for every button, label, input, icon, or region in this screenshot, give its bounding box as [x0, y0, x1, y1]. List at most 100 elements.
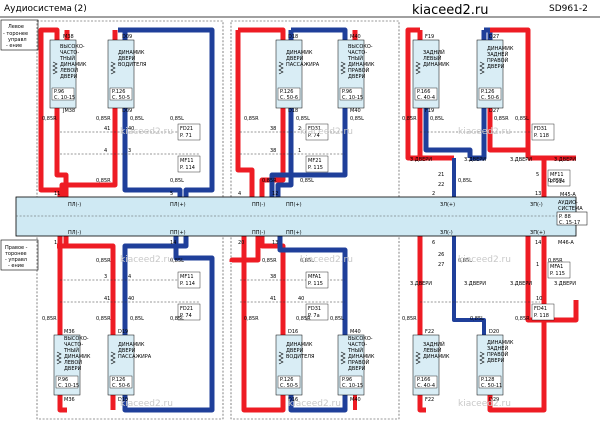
svg-text:ДИНАМИК: ДИНАМИК: [118, 50, 145, 56]
svg-text:38: 38: [270, 126, 276, 132]
svg-text:0,85R: 0,85R: [244, 316, 259, 322]
svg-text:P.96: P.96: [54, 89, 64, 95]
head-unit-label-1: АУДИО-: [558, 200, 578, 206]
speaker-bottom-passenger: ДИНАМИК ДВЕРИ ПАССАЖИРА P.126 C. 50-6 D1…: [107, 329, 152, 403]
svg-text:0,85L: 0,85L: [350, 116, 364, 122]
pin-4-top: 4: [238, 191, 241, 197]
svg-text:2: 2: [298, 126, 301, 132]
svg-text:ДИНАМИК: ДИНАМИК: [487, 340, 514, 346]
svg-text:C. 50-6: C. 50-6: [481, 95, 499, 101]
svg-text:ДИНАМИК: ДИНАМИК: [118, 342, 145, 348]
svg-text:ПРАВОЙ: ПРАВОЙ: [487, 351, 509, 358]
out-rl-pos-top: ЗЛ(+): [440, 202, 455, 208]
svg-text:D16: D16: [288, 329, 298, 335]
svg-text:0,85L: 0,85L: [300, 258, 314, 264]
svg-text:4: 4: [128, 274, 131, 280]
svg-text:21: 21: [438, 172, 444, 178]
svg-text:ЗАДНЕЙ: ЗАДНЕЙ: [487, 345, 508, 352]
svg-text:0,85R: 0,85R: [96, 116, 111, 122]
svg-text:M38: M38: [63, 34, 74, 40]
svg-text:D16: D16: [288, 397, 298, 403]
svg-text:ЛЕВОЙ: ЛЕВОЙ: [60, 67, 78, 74]
svg-text:ВЫСОКО-: ВЫСОКО-: [60, 44, 85, 50]
svg-text:0,85L: 0,85L: [130, 316, 144, 322]
zone-left-line3: управл: [8, 37, 27, 43]
svg-text:14: 14: [170, 240, 176, 246]
svg-text:З.ДВЕРИ: З.ДВЕРИ: [464, 157, 486, 163]
speaker-rear-left: ЗАДНИЙ ЛЕВЫЙ ДИНАМИК P.166 C. 40-4 F19 F…: [412, 34, 450, 114]
svg-text:0,85L: 0,85L: [130, 116, 144, 122]
svg-text:D29: D29: [489, 397, 499, 403]
out-fl-pos-top: ПЛ(+): [170, 202, 186, 208]
svg-text:ДИНАМИК: ДИНАМИК: [423, 354, 450, 360]
svg-text:C. 10-15: C. 10-15: [342, 383, 363, 389]
tweeter-front-left: ВЫСОКО- ЧАСТО- ТНЫЙ ДИНАМИК ЛЕВОЙ ДВЕРИ …: [49, 34, 87, 114]
tweeter-front-right: ВЫСОКО- ЧАСТО- ТНЫЙ ДИНАМИК ПРАВОЙ ДВЕРИ…: [337, 34, 375, 114]
svg-text:ПРАВОЙ: ПРАВОЙ: [348, 359, 370, 366]
svg-text:14: 14: [535, 240, 541, 246]
svg-text:ЗАДНИЙ: ЗАДНИЙ: [423, 341, 445, 348]
svg-text:MF11: MF11: [550, 172, 564, 178]
svg-text:C. 50-6: C. 50-6: [112, 383, 130, 389]
svg-text:P.166: P.166: [417, 89, 430, 95]
svg-text:41: 41: [104, 126, 110, 132]
svg-text:З.ДВЕРИ: З.ДВЕРИ: [464, 281, 486, 287]
svg-text:P. 7a: P. 7a: [308, 313, 320, 319]
zone-box-left: [0, 19, 39, 51]
out-fr-neg-bot: ПП(-): [252, 230, 265, 236]
svg-text:P. 71: P. 71: [180, 133, 192, 139]
zone-left-line4: - ение: [6, 43, 22, 49]
svg-text:1: 1: [536, 262, 539, 268]
svg-text:З.ДВЕРИ: З.ДВЕРИ: [510, 157, 532, 163]
watermark-5: kiaceed2.ru: [300, 255, 353, 265]
svg-text:0,85R: 0,85R: [402, 116, 417, 122]
svg-text:ДИНАМИК: ДИНАМИК: [487, 46, 514, 52]
svg-text:22: 22: [438, 182, 444, 188]
svg-text:ЧАСТО-: ЧАСТО-: [60, 50, 79, 56]
svg-text:ДИНАМИК: ДИНАМИК: [348, 354, 375, 360]
out-fr-pos-top: ПП(+): [286, 202, 302, 208]
svg-text:FD31: FD31: [308, 126, 321, 132]
out-rr-pos-bot: ЗП(+): [530, 230, 545, 236]
watermark-9: kiaceed2.ru: [458, 399, 511, 409]
svg-text:FD31: FD31: [308, 306, 321, 312]
svg-text:ТНЫЙ: ТНЫЙ: [59, 55, 75, 62]
svg-text:P.126: P.126: [112, 89, 125, 95]
zone-right-line1: Правое -: [5, 245, 28, 251]
svg-text:0,85R: 0,85R: [548, 178, 563, 184]
svg-text:0,85L: 0,85L: [170, 258, 184, 264]
out-rl-neg-bot: ЗЛ(-): [440, 230, 453, 236]
site-label: kiaceed2.ru: [412, 3, 489, 18]
svg-text:0,85L: 0,85L: [458, 258, 472, 264]
svg-text:З.ДВЕРИ: З.ДВЕРИ: [554, 281, 576, 287]
svg-text:ДИНАМИК: ДИНАМИК: [60, 62, 87, 68]
out-fl-neg-top: ПЛ(-): [68, 202, 81, 208]
svg-text:ЧАСТО-: ЧАСТО-: [348, 342, 367, 348]
svg-text:З.ДВЕРИ: З.ДВЕРИ: [410, 281, 432, 287]
svg-text:41: 41: [104, 296, 110, 302]
svg-text:40: 40: [128, 296, 134, 302]
svg-text:3: 3: [104, 274, 107, 280]
diagram-code: SD961-2: [549, 4, 588, 14]
svg-text:MFA1: MFA1: [308, 274, 321, 280]
svg-text:0,85L: 0,85L: [300, 178, 314, 184]
svg-text:FD21: FD21: [180, 306, 193, 312]
svg-text:0,85R: 0,85R: [262, 258, 277, 264]
svg-text:D27: D27: [489, 108, 499, 114]
svg-text:C. 50-11: C. 50-11: [481, 383, 502, 389]
svg-text:ДВЕРИ: ДВЕРИ: [487, 64, 505, 70]
watermark-6: kiaceed2.ru: [458, 255, 511, 265]
svg-text:F19: F19: [425, 108, 434, 114]
speaker-rear-right: ДИНАМИК ЗАДНЕЙ ПРАВОЙ ДВЕРИ P.126 C. 50-…: [476, 34, 514, 114]
svg-text:ЛЕВЫЙ: ЛЕВЫЙ: [423, 347, 442, 354]
svg-text:0,85R: 0,85R: [244, 116, 259, 122]
svg-text:ВОДИТЕЛЯ: ВОДИТЕЛЯ: [118, 62, 146, 68]
svg-text:З.ДВЕРИ: З.ДВЕРИ: [554, 157, 576, 163]
svg-text:0,85R: 0,85R: [96, 316, 111, 322]
svg-text:0,85R: 0,85R: [515, 316, 530, 322]
svg-text:P. 115: P. 115: [550, 271, 565, 277]
svg-text:MF11: MF11: [180, 158, 194, 164]
svg-text:0,85R: 0,85R: [262, 178, 277, 184]
svg-text:20: 20: [238, 240, 244, 246]
svg-text:ВЫСОКО-: ВЫСОКО-: [348, 336, 373, 342]
